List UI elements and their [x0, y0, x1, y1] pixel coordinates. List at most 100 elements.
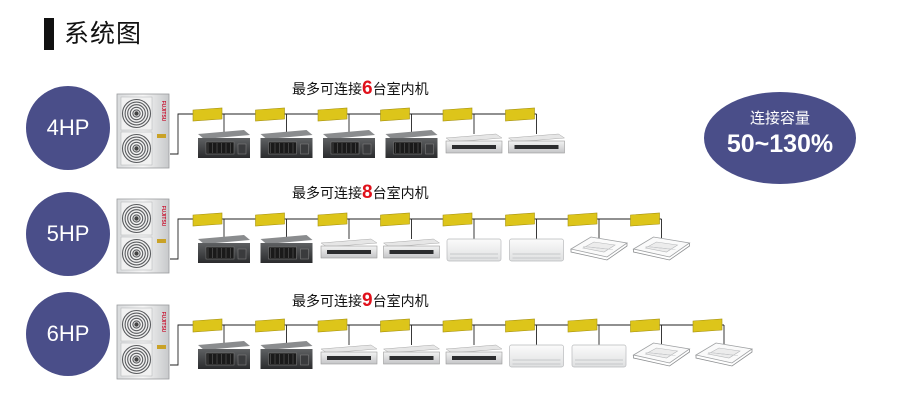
fan-grille-icon: [124, 101, 149, 126]
outdoor-unit: FUJITSU: [116, 93, 170, 169]
system-row-6hp: FUJITSU: [116, 304, 754, 380]
fan-grille-icon: [124, 206, 149, 231]
fan-grille-icon: [132, 214, 141, 223]
cassette-unit: [694, 342, 754, 367]
duct-unit-box: [300, 143, 309, 155]
cassette-grille: [582, 241, 616, 253]
duct-unit: [198, 341, 250, 369]
slim-duct-vent: [389, 250, 434, 254]
page-title: 系统图: [64, 19, 143, 48]
branch-joint-icon: [317, 107, 348, 122]
slim-duct-vent: [452, 356, 496, 360]
cassette-unit: [569, 236, 629, 261]
wall-unit-body: [571, 344, 627, 368]
slim-duct-top: [507, 133, 566, 143]
duct-unit-grille: [393, 141, 422, 155]
fan-hub-icon: [134, 146, 139, 151]
fan-grille-icon: [121, 309, 152, 340]
fan-grille-icon: [129, 246, 144, 261]
slim-duct-unit: [382, 238, 441, 259]
fan-grille-icon: [124, 136, 149, 161]
duct-unit-top: [260, 235, 313, 244]
duct-unit-grille: [205, 246, 235, 260]
fan-grille-icon: [127, 315, 146, 334]
fan-hub-icon: [134, 111, 139, 116]
outdoor-unit: FUJITSU: [116, 198, 170, 274]
title-bar-accent: [44, 18, 54, 50]
rating-label-icon: [157, 239, 166, 243]
slim-duct-unit: [507, 133, 566, 154]
branch-joint-icon: [380, 107, 410, 122]
slim-duct-top: [445, 344, 503, 354]
fan-grille-icon: [127, 350, 146, 369]
slim-duct-top: [320, 238, 378, 248]
cassette-edge: [633, 349, 690, 367]
duct-unit-box: [425, 143, 434, 155]
cassette-unit: [632, 236, 691, 261]
duct-unit: [385, 130, 438, 158]
duct-unit-top: [198, 130, 250, 139]
fan-grille-icon: [121, 203, 152, 234]
branch-joint-icon: [192, 107, 223, 122]
duct-unit: [260, 341, 313, 369]
fan-grille-icon: [129, 106, 144, 121]
fan-grille-icon: [129, 352, 144, 367]
cassette-grille: [644, 347, 679, 359]
max-units-number: 8: [362, 182, 373, 203]
duct-unit-top: [260, 130, 313, 139]
diagram-rows: FUJITSU FUJITSU FUJITSU: [116, 93, 754, 380]
rating-label-icon: [157, 134, 166, 138]
hp-badge-5hp: 5HP: [26, 192, 110, 276]
duct-unit: [323, 130, 375, 158]
capacity-suffix: 台室内机: [372, 294, 429, 310]
fan-grille-icon: [132, 249, 141, 258]
capacity-prefix: 最多可连接: [292, 186, 362, 202]
fan-grille-icon: [127, 209, 146, 228]
capacity-prefix: 最多可连接: [292, 82, 362, 98]
brand-logo: FUJITSU: [160, 312, 166, 333]
fan-grille-icon: [132, 320, 141, 329]
branch-joint-icon: [442, 318, 473, 333]
slim-duct-vent: [327, 250, 371, 254]
slim-duct-vent: [389, 356, 434, 360]
grille-line: [657, 247, 676, 250]
fan-grille-icon: [129, 141, 144, 156]
wall-unit: [509, 344, 564, 368]
branch-joint-icon: [692, 318, 723, 333]
slim-duct-vent: [514, 145, 559, 149]
fan-hub-icon: [134, 357, 139, 362]
fan-grille-icon: [127, 139, 146, 158]
slim-duct-top: [445, 133, 503, 143]
duct-unit: [198, 130, 250, 158]
slim-duct-unit: [445, 133, 503, 154]
slim-duct-unit: [320, 344, 378, 365]
duct-unit-grille: [205, 352, 235, 366]
slim-duct-unit: [445, 344, 503, 365]
branch-joint-icon: [630, 318, 660, 333]
branch-joint-icon: [255, 318, 285, 333]
cassette-unit: [632, 342, 691, 367]
cassette-edge: [695, 349, 753, 367]
main-pipe: [170, 113, 537, 155]
duct-unit-grille: [268, 141, 297, 155]
duct-unit-box: [237, 248, 247, 260]
system-row-4hp: FUJITSU: [116, 93, 566, 169]
connection-ratio-badge: 连接容量 50~130%: [704, 92, 856, 184]
main-pipe: [170, 218, 662, 260]
branch-joint-icon: [192, 318, 223, 333]
hp-badge-6hp: 6HP: [26, 292, 110, 376]
duct-unit-grille: [268, 352, 297, 366]
capacity-suffix: 台室内机: [372, 186, 429, 202]
branch-joint-icon: [505, 318, 535, 333]
duct-unit: [260, 130, 313, 158]
rating-label-icon: [157, 345, 166, 349]
connection-ratio-value: 50~130%: [726, 130, 834, 158]
fan-grille-icon: [132, 144, 141, 153]
duct-unit-grille: [330, 141, 360, 155]
branch-joint-icon: [317, 212, 348, 227]
wall-unit-body: [446, 238, 502, 262]
duct-unit-grille: [205, 141, 235, 155]
branch-joint-icon: [567, 212, 598, 227]
capacity-suffix: 台室内机: [372, 82, 429, 98]
